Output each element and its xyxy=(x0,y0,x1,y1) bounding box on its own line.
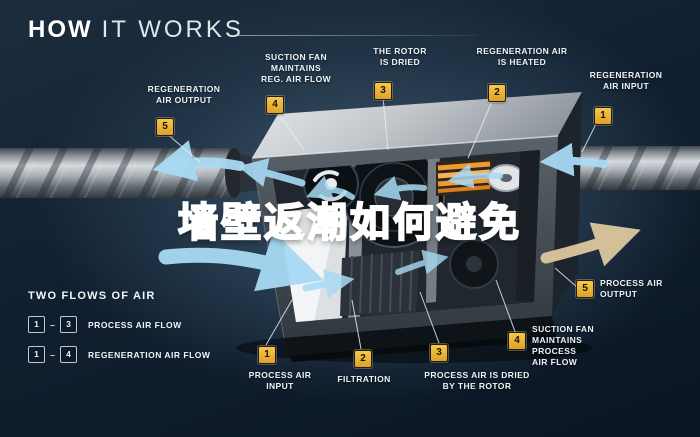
callout-number-badge: 5 xyxy=(576,280,594,298)
callout-label: PROCESS AIR IS DRIED BY THE ROTOR xyxy=(424,370,530,392)
callout-label: THE ROTOR IS DRIED xyxy=(373,46,427,68)
page-title: HOW IT WORKS xyxy=(28,16,244,44)
callout-number-badge: 2 xyxy=(354,350,372,368)
legend-row-regeneration-air-flow: 1 – 4 REGENERATION AIR FLOW xyxy=(28,346,210,363)
title-light: IT WORKS xyxy=(101,16,244,43)
callout-number-badge: 3 xyxy=(430,344,448,362)
callout-number-badge: 4 xyxy=(266,96,284,114)
callout-number-badge: 5 xyxy=(156,118,174,136)
callout-number-badge: 1 xyxy=(594,107,612,125)
callout-number-badge: 1 xyxy=(258,346,276,364)
title-underline xyxy=(238,35,478,36)
legend-heading: TWO FLOWS OF AIR xyxy=(28,290,156,302)
legend-number-badge: 1 xyxy=(28,346,45,363)
legend-row-label: REGENERATION AIR FLOW xyxy=(88,349,211,360)
callout-label: PROCESS AIR OUTPUT xyxy=(600,278,663,300)
callout-number-badge: 3 xyxy=(374,82,392,100)
legend-dash: – xyxy=(50,349,56,360)
callout-number-badge: 4 xyxy=(508,332,526,350)
callout-label: REGENERATION AIR IS HEATED xyxy=(476,46,568,68)
airflow-arrows xyxy=(152,140,641,299)
legend-row-label: PROCESS AIR FLOW xyxy=(88,319,182,330)
callout-label: FILTRATION xyxy=(337,374,391,384)
callout-number-badge: 2 xyxy=(488,84,506,102)
legend-number-badge: 4 xyxy=(60,346,78,363)
callout-label: SUCTION FAN MAINTAINS PROCESS AIR FLOW xyxy=(532,324,595,368)
legend-number-badge: 3 xyxy=(60,316,78,333)
legend-number-badge: 1 xyxy=(28,316,45,333)
filter-icon xyxy=(340,250,420,316)
callout-label: REGENERATION AIR INPUT xyxy=(589,70,663,92)
process-fan-icon xyxy=(449,239,499,289)
title-bold: HOW xyxy=(28,16,93,43)
legend-dash: – xyxy=(50,319,56,330)
callout-label: REGENERATION AIR OUTPUT xyxy=(147,84,221,106)
overlay-headline: 墙壁返潮如何避免 xyxy=(177,199,522,247)
callout-label: PROCESS AIR INPUT xyxy=(248,370,312,392)
callout-label: SUCTION FAN MAINTAINS REG. AIR FLOW xyxy=(260,52,332,85)
legend-row-process-air-flow: 1 – 3 PROCESS AIR FLOW xyxy=(28,316,182,333)
